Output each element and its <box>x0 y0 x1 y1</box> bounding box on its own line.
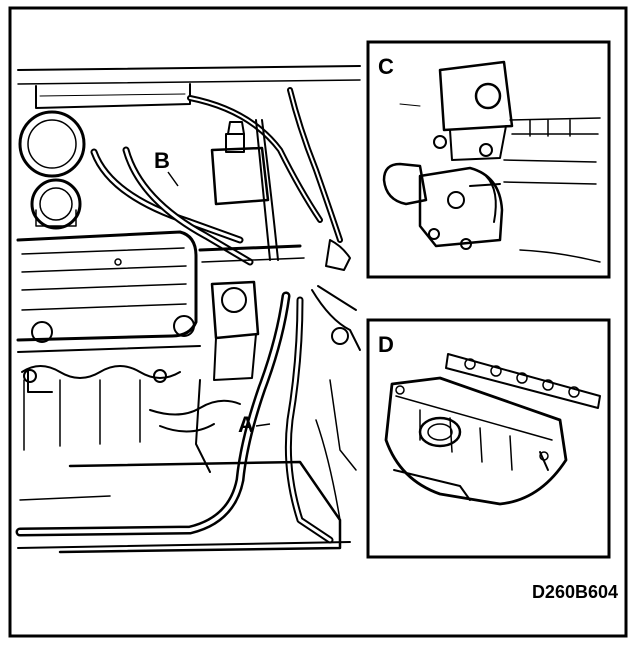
callout-a: A <box>238 412 254 437</box>
inset-d-frame <box>366 318 611 559</box>
inset-d: D <box>366 318 611 559</box>
figure-frame <box>8 6 628 638</box>
figure-code: D260B604 <box>532 582 618 602</box>
callout-b-leader <box>167 171 179 187</box>
inset-c-frame <box>366 40 611 279</box>
inset-c-drawing <box>382 60 601 263</box>
callout-b: B <box>154 148 170 173</box>
callout-d: D <box>378 332 394 357</box>
engine-bay-drawing <box>15 65 361 554</box>
callout-c: C <box>378 54 394 79</box>
inset-c: C <box>366 40 611 279</box>
callout-a-leader <box>255 423 271 427</box>
inset-d-drawing <box>384 353 601 506</box>
